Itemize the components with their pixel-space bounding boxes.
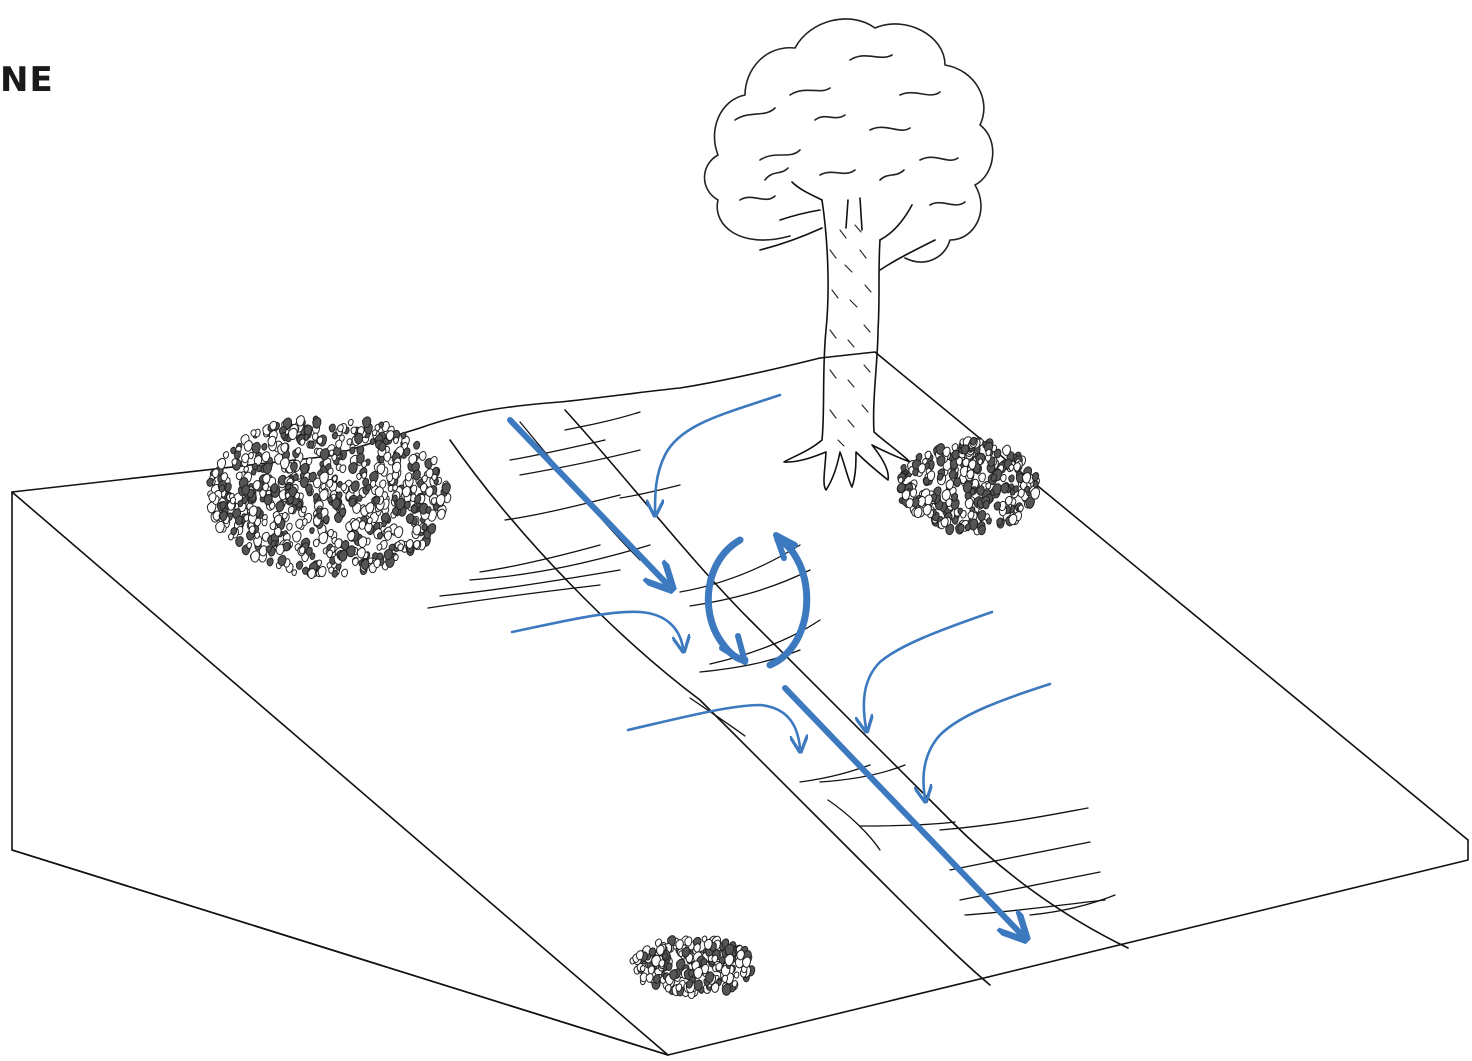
channel-left-bank xyxy=(450,440,990,985)
shrub-icon xyxy=(630,936,755,999)
shrub-icon xyxy=(897,437,1039,535)
tree-icon xyxy=(705,19,993,490)
front-bottom-edge xyxy=(668,840,1468,1055)
shrub-icon xyxy=(207,416,451,579)
flow-arrow-icon xyxy=(864,612,992,728)
flow-arrow-icon xyxy=(628,705,800,748)
flow-arrow-icon xyxy=(924,684,1050,798)
flow-arrow-icon xyxy=(655,395,780,512)
slope-base-line xyxy=(12,850,668,1055)
flow-arrow-icon xyxy=(512,612,683,648)
top-surface-right-edge xyxy=(820,352,1468,840)
front-left-face xyxy=(12,492,668,1055)
flow-arrow-icon xyxy=(785,688,1022,935)
